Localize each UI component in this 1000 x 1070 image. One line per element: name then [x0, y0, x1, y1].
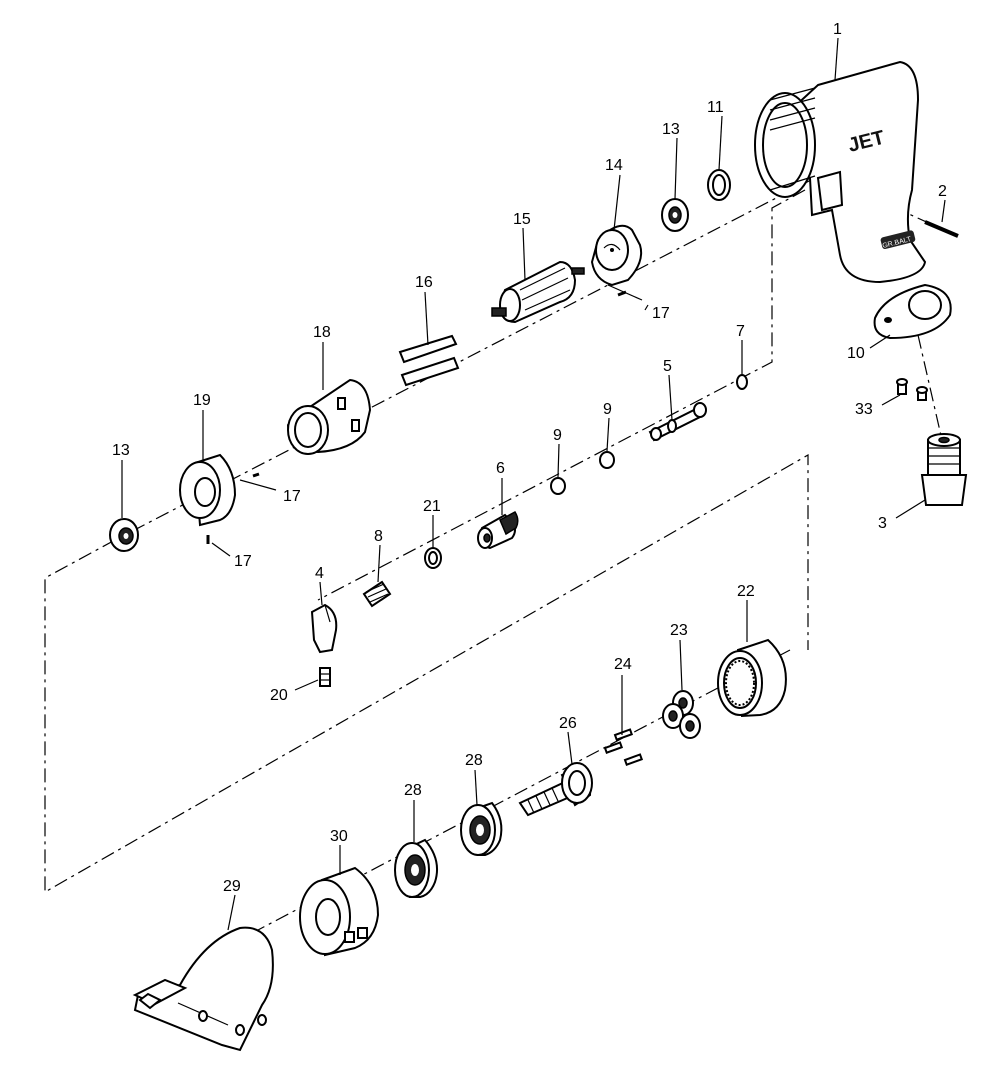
set-screw-part-20: 20	[270, 667, 331, 704]
part-label-7: 7	[736, 323, 745, 340]
bearing-part-13-upper: 13	[661, 121, 689, 232]
spindle-part-26: 26	[518, 715, 593, 817]
part-label-24: 24	[614, 656, 632, 673]
pin-part-17-lower: 17	[206, 535, 252, 570]
trigger-part-4: 4	[310, 565, 338, 654]
bearing-part-28-right: 28	[460, 752, 503, 856]
housing-part-1: JET GR.BALT 1	[754, 21, 927, 284]
part-label-4: 4	[315, 565, 324, 582]
screws-part-33: 33	[855, 378, 928, 418]
cylinder-part-18: 18	[286, 324, 372, 455]
o-ring-part-9-left: 9	[550, 427, 566, 495]
end-plate-part-19: 19	[179, 392, 237, 527]
part-label-17-lower: 17	[234, 553, 252, 570]
part-label-20: 20	[270, 687, 288, 704]
o-ring-part-9-right: 9	[599, 401, 615, 469]
valve-part-6: 6	[477, 460, 519, 550]
part-label-26: 26	[559, 715, 577, 732]
part-label-29: 29	[223, 878, 241, 895]
pin-part-17-middle: 17	[239, 472, 301, 505]
part-label-33: 33	[855, 401, 873, 418]
collar-part-30: 30	[299, 828, 380, 957]
part-label-13-upper: 13	[662, 121, 680, 138]
pins-part-24: 24	[603, 656, 644, 766]
ring-part-21: 21	[423, 498, 442, 569]
ring-part-11: 11	[707, 99, 731, 201]
part-label-8: 8	[374, 528, 383, 545]
part-label-17-middle: 17	[283, 488, 301, 505]
part-label-18: 18	[313, 324, 331, 341]
spring-part-8: 8	[362, 528, 392, 608]
bearing-part-28-left: 28	[394, 782, 438, 898]
part-label-28-left: 28	[404, 782, 422, 799]
part-label-9-left: 9	[553, 427, 562, 444]
shear-head-part-29: 29	[132, 878, 274, 1052]
bearing-part-13-lower: 13	[109, 442, 139, 552]
o-ring-part-7: 7	[736, 323, 748, 390]
part-label-16: 16	[415, 274, 433, 291]
air-inlet-part-3: 3	[878, 433, 968, 532]
deflector-part-10: 10	[847, 283, 952, 362]
part-label-3: 3	[878, 515, 887, 532]
part-label-30: 30	[330, 828, 348, 845]
valve-stem-part-5: 5	[648, 358, 707, 442]
part-label-2: 2	[938, 183, 947, 200]
part-label-13-lower: 13	[112, 442, 130, 459]
part-label-14: 14	[605, 157, 623, 174]
part-label-21: 21	[423, 498, 441, 515]
part-label-22: 22	[737, 583, 755, 600]
part-label-10: 10	[847, 345, 865, 362]
end-plate-part-14: 14	[590, 157, 643, 287]
part-label-5: 5	[663, 358, 672, 375]
part-label-19: 19	[193, 392, 211, 409]
pin-part-2: 2	[924, 183, 959, 238]
part-label-1: 1	[833, 21, 842, 38]
part-label-15: 15	[513, 211, 531, 228]
part-label-23: 23	[670, 622, 688, 639]
assembly-axes	[44, 164, 956, 931]
part-label-9-right: 9	[603, 401, 612, 418]
part-label-17-upper: 17	[652, 305, 670, 322]
part-label-28-right: 28	[465, 752, 483, 769]
part-label-11: 11	[707, 99, 724, 116]
rotor-part-15: 15	[491, 211, 585, 324]
part-label-6: 6	[496, 460, 505, 477]
pin-part-17-upper: 17	[607, 284, 670, 322]
planet-gears-part-23: 23	[662, 622, 701, 739]
vanes-part-16: 16	[398, 274, 460, 387]
ring-gear-part-22: 22	[717, 583, 787, 718]
